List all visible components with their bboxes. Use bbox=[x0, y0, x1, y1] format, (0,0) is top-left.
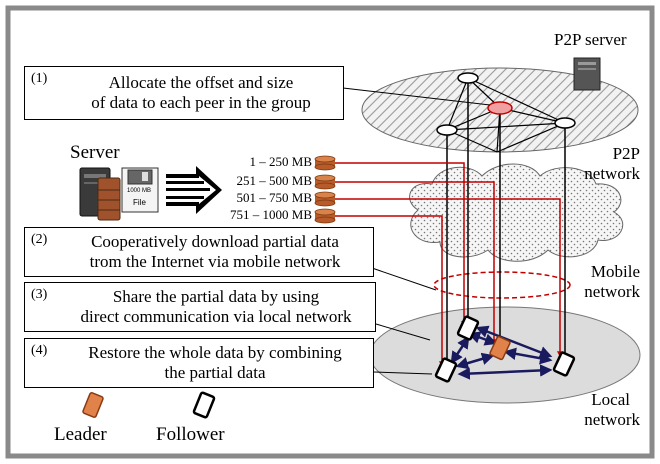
step-2-callout: (2) Cooperatively download partial data … bbox=[24, 227, 374, 277]
step-number: (4) bbox=[31, 343, 48, 358]
callout-pointers bbox=[342, 87, 491, 375]
chunk-icon bbox=[314, 155, 336, 171]
chunk-icon bbox=[314, 191, 336, 207]
local-links bbox=[450, 325, 553, 380]
vertical-links bbox=[446, 82, 566, 372]
step-text: Restore the whole data by combining the … bbox=[59, 343, 371, 383]
file-label: File bbox=[133, 198, 146, 207]
p2p-graph-nodes bbox=[436, 72, 576, 136]
server-icon bbox=[79, 167, 121, 221]
local-network-label-line2: network bbox=[584, 410, 640, 429]
step-line: direct communication via local network bbox=[80, 307, 352, 326]
step-line: Share the partial data by using bbox=[112, 287, 320, 306]
local-network-label-line1: Local bbox=[591, 390, 630, 409]
p2p-network-label-line2: network bbox=[584, 164, 640, 183]
legend-follower-label: Follower bbox=[156, 424, 225, 445]
file-size-label: 1000 MB bbox=[127, 188, 152, 194]
step-number: (3) bbox=[31, 287, 48, 302]
p2p-network-label-line1: P2P bbox=[612, 144, 640, 163]
step-line: Allocate the offset and size bbox=[108, 73, 294, 92]
mobile-network-ring bbox=[433, 271, 571, 299]
step-line: the partial data bbox=[164, 363, 266, 382]
mobile-network-label-line2: network bbox=[584, 282, 640, 301]
leader-phone-icon bbox=[82, 392, 104, 418]
legend-leader-label: Leader bbox=[54, 424, 107, 445]
step-line: trom the Internet via mobile network bbox=[89, 252, 341, 271]
chunk-icon bbox=[314, 208, 336, 224]
range-label: 751 – 1000 MB bbox=[230, 207, 312, 222]
step-line: of data to each peer in the group bbox=[91, 93, 311, 112]
step-text: Cooperatively download partial data trom… bbox=[59, 232, 371, 272]
step-line: Cooperatively download partial data bbox=[91, 232, 339, 251]
chunk-icon bbox=[314, 174, 336, 190]
mobile-network-label-line1: Mobile bbox=[590, 262, 640, 281]
range-label: 251 – 500 MB bbox=[236, 173, 312, 188]
download-links bbox=[335, 162, 563, 368]
step-number: (2) bbox=[31, 232, 48, 247]
step-3-callout: (3) Share the partial data by using dire… bbox=[24, 282, 376, 332]
range-label: 1 – 250 MB bbox=[249, 154, 312, 169]
server-label: Server bbox=[70, 142, 120, 163]
step-line: Restore the whole data by combining bbox=[88, 343, 342, 362]
local-phones bbox=[434, 315, 576, 383]
p2p-server-icon bbox=[573, 57, 601, 91]
step-1-callout: (1) Allocate the offset and size of data… bbox=[24, 66, 344, 120]
step-4-callout: (4) Restore the whole data by combining … bbox=[24, 338, 374, 388]
step-text: Share the partial data by using direct c… bbox=[59, 287, 373, 327]
range-label: 501 – 750 MB bbox=[236, 190, 312, 205]
p2p-server-label: P2P server bbox=[554, 30, 627, 49]
step-number: (1) bbox=[31, 71, 48, 86]
file-icon bbox=[121, 167, 159, 213]
step-text: Allocate the offset and size of data to … bbox=[61, 73, 341, 113]
follower-phone-icon bbox=[192, 391, 216, 419]
data-chunks bbox=[314, 155, 336, 224]
transfer-arrow-icon bbox=[166, 166, 222, 214]
